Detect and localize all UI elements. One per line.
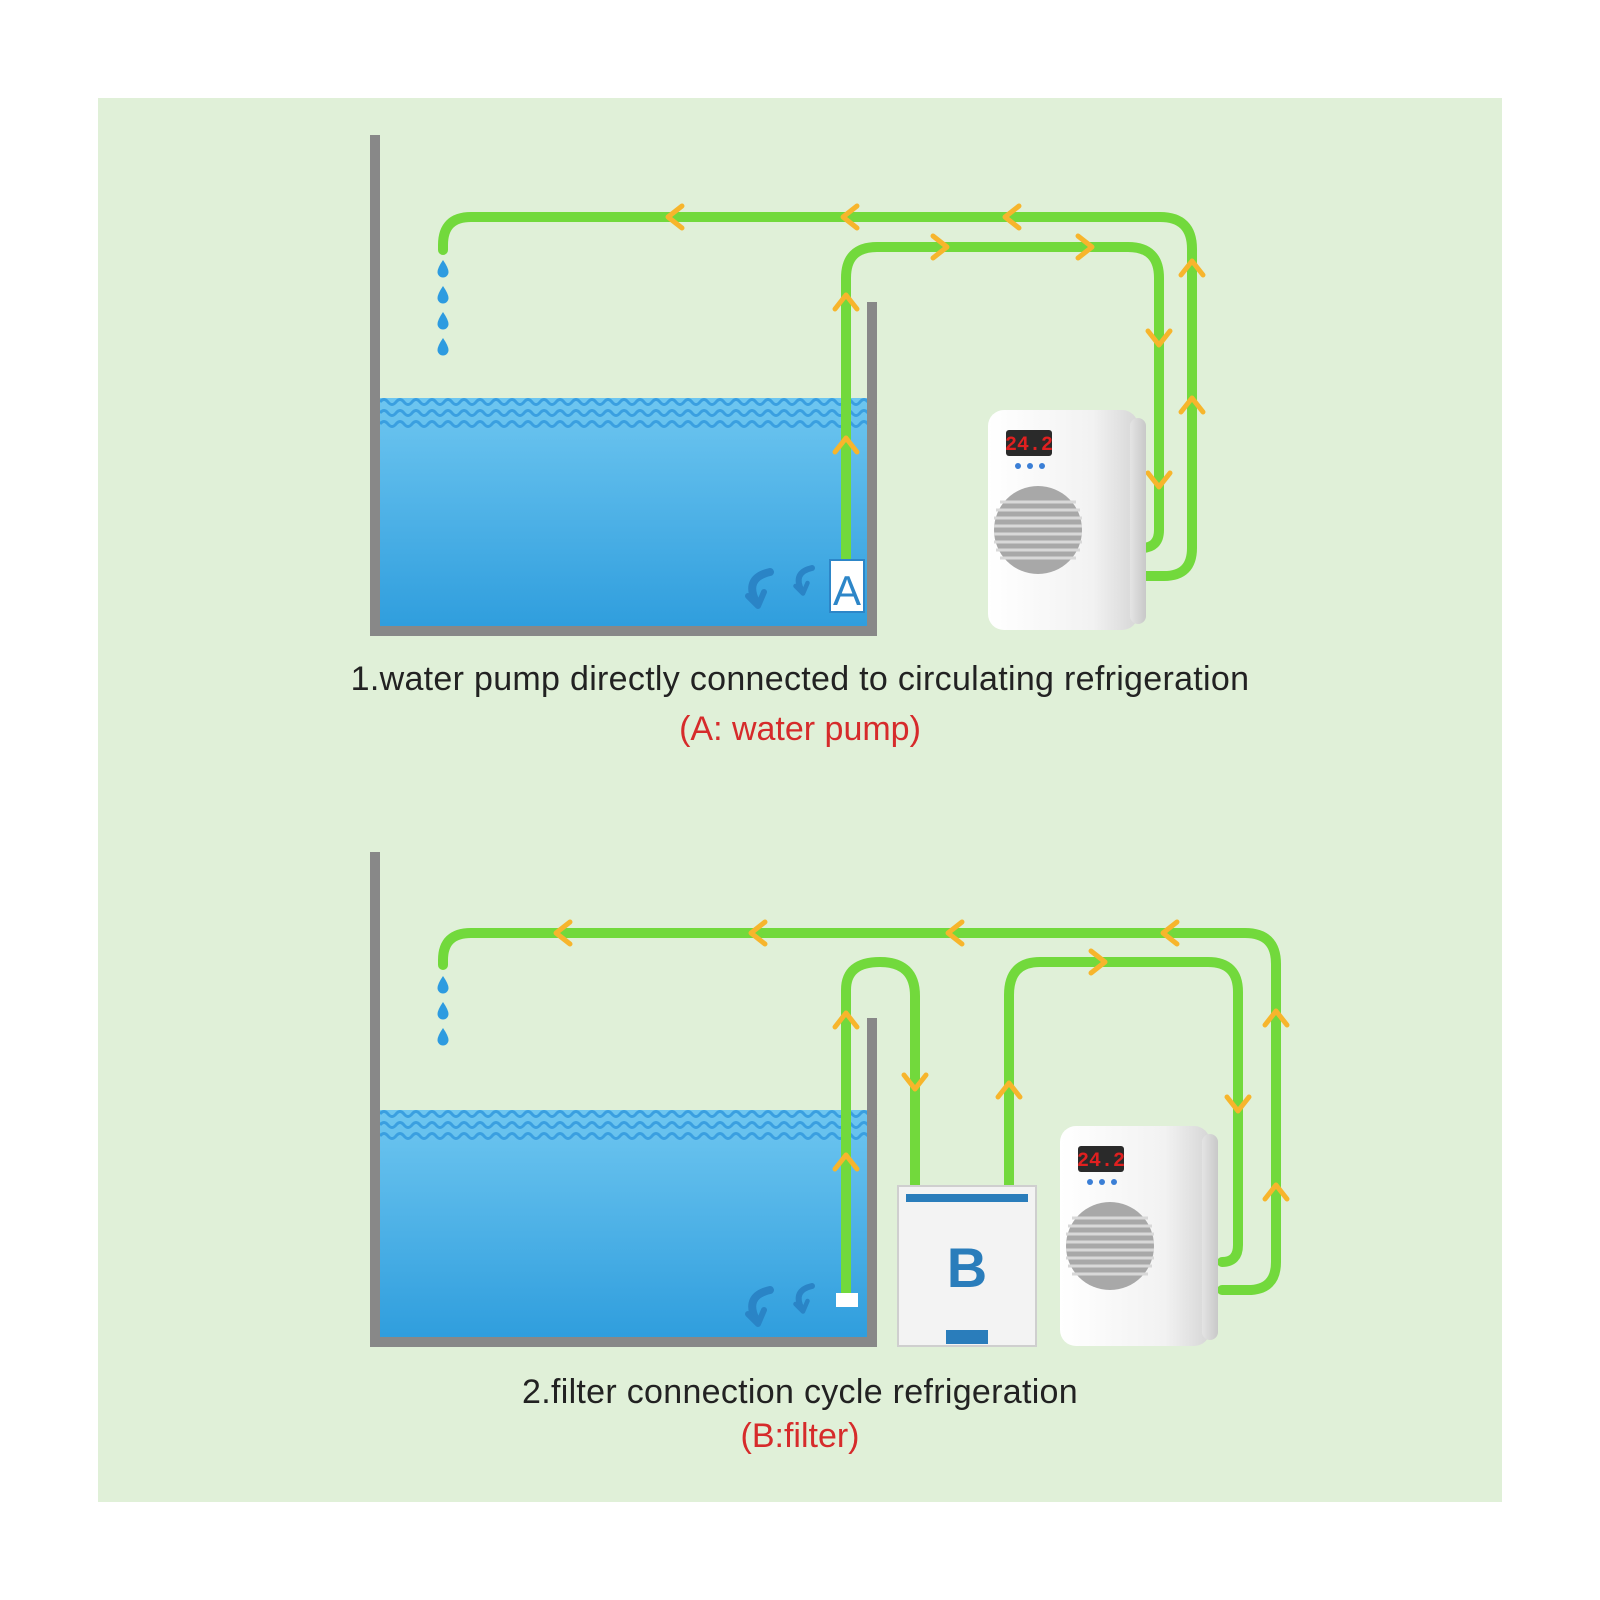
caption-2: 2.filter connection cycle refrigeration <box>522 1373 1078 1411</box>
pump-intake-2 <box>836 1293 858 1307</box>
tank-2-right-wall <box>867 1018 877 1347</box>
pipes-1 <box>438 212 1197 581</box>
diagram-1: A 24.2 <box>370 135 1203 636</box>
return-pipe-2 <box>438 928 1281 1295</box>
filter-label-b: B <box>947 1236 987 1299</box>
pipes-2 <box>438 928 1281 1301</box>
subcaption-1: (A: water pump) <box>679 710 921 748</box>
tank-2-left-wall <box>370 852 380 1347</box>
water-drop-icon <box>437 312 449 330</box>
water-pump-a: A <box>829 559 865 614</box>
tank-1-waves <box>378 398 878 428</box>
caption-1: 1.water pump directly connected to circu… <box>350 660 1250 698</box>
chiller-1: 24.2 <box>986 408 1148 632</box>
water-drops-2 <box>437 976 449 1046</box>
pump-to-filter-pipe <box>841 957 920 1301</box>
chiller-2-display: 24.2 <box>1077 1150 1125 1173</box>
subcaption-2: (B:filter) <box>740 1417 860 1455</box>
water-drop-icon <box>437 976 449 994</box>
water-drop-icon <box>437 1002 449 1020</box>
filter-b: B <box>897 1185 1037 1347</box>
return-pipe-1 <box>438 212 1197 581</box>
tank-1-right-wall <box>867 302 877 636</box>
supply-pipe-1 <box>841 242 1164 570</box>
chiller-2: 24.2 <box>1058 1124 1220 1348</box>
tank-2 <box>370 852 878 1347</box>
pump-label-a: A <box>833 567 861 614</box>
water-drops-1 <box>437 260 449 356</box>
water-drop-icon <box>437 1028 449 1046</box>
water-drop-icon <box>437 286 449 304</box>
tank-1-bottom <box>370 626 877 636</box>
water-drop-icon <box>437 260 449 278</box>
diagram-2: B 24.2 <box>370 852 1287 1348</box>
tank-1-water <box>376 398 869 632</box>
tank-1 <box>370 135 878 636</box>
chiller-1-display: 24.2 <box>1005 434 1053 457</box>
filter-to-chiller-pipe <box>1004 957 1243 1267</box>
water-drop-icon <box>437 338 449 356</box>
tank-2-water <box>376 1110 869 1342</box>
tank-2-bottom <box>370 1337 877 1347</box>
tank-2-waves <box>378 1110 878 1140</box>
tank-1-left-wall <box>370 135 380 635</box>
